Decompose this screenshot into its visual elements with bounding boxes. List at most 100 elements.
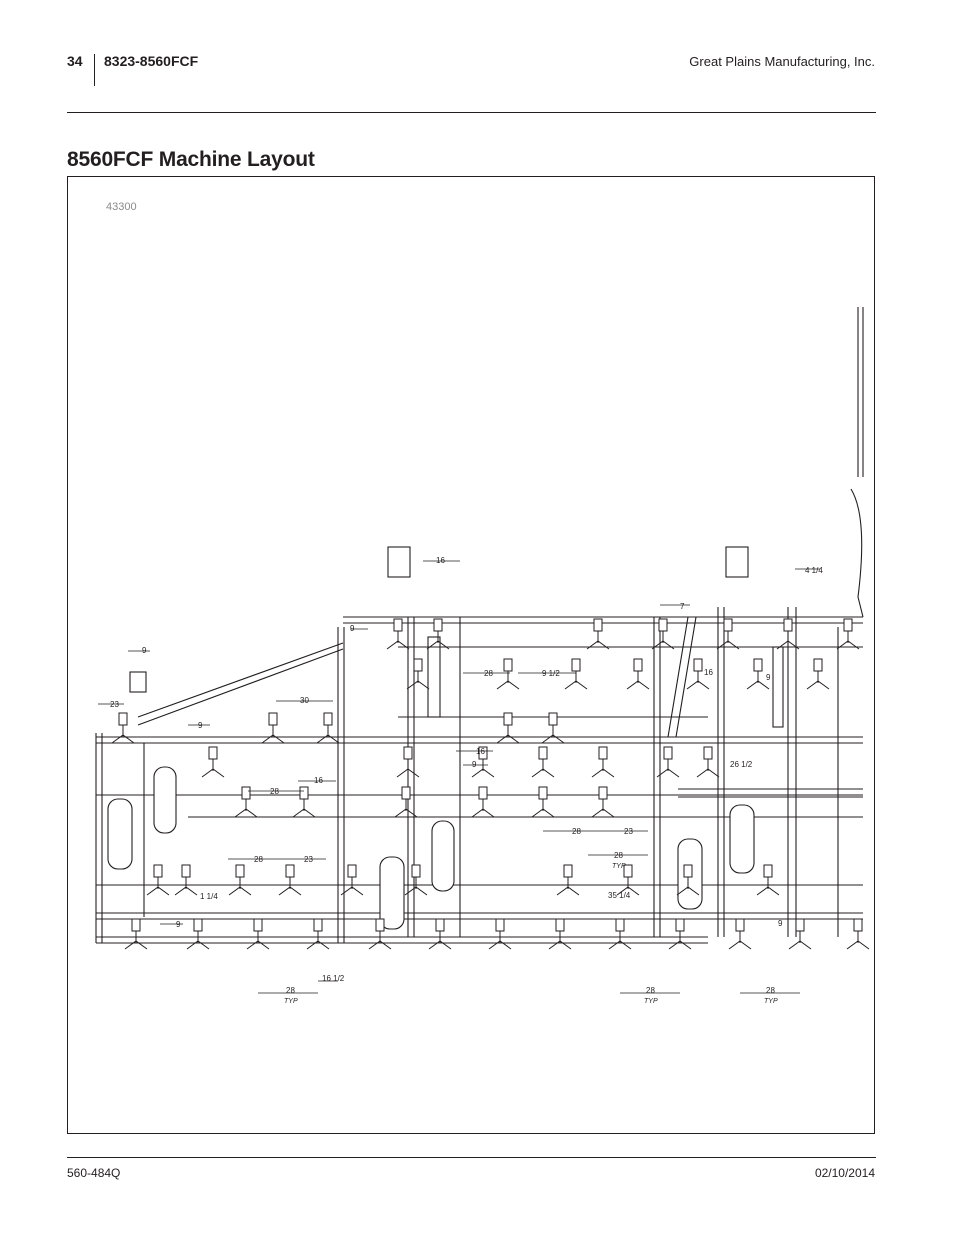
- shank-sweep: [186, 918, 210, 950]
- dim-label: 9: [198, 721, 203, 730]
- dim-label: 9 1/2: [542, 669, 560, 678]
- dim-label: 16: [314, 776, 323, 785]
- shank-sweep: [591, 786, 615, 818]
- dim-label: 28: [270, 787, 279, 796]
- shank-sweep: [201, 746, 225, 778]
- dim-label: 9: [142, 646, 147, 655]
- shank-sweep: [788, 918, 812, 950]
- shank-sweep: [261, 712, 285, 744]
- shank-sweep: [234, 786, 258, 818]
- dim-label: 9: [472, 760, 477, 769]
- dim-label: 28: [614, 851, 623, 860]
- shank-sweep: [404, 864, 428, 896]
- dim-label: 35 1/4: [608, 891, 631, 900]
- shank-sweep: [676, 864, 700, 896]
- transport-wheels: [107, 766, 755, 930]
- shank-sweep: [756, 864, 780, 896]
- dim-label: 4 1/4: [805, 566, 823, 575]
- shank-sweep: [651, 618, 675, 650]
- shank-sweep: [616, 864, 640, 896]
- shank-sweep: [626, 658, 650, 690]
- dim-label: 7: [680, 602, 685, 611]
- shank-sweep: [306, 918, 330, 950]
- shank-sweep: [564, 658, 588, 690]
- dim-label: TYP: [612, 863, 626, 870]
- shank-sweep: [496, 658, 520, 690]
- shank-sweep: [368, 918, 392, 950]
- dim-label: 30: [300, 696, 309, 705]
- shank-sweeps: [111, 618, 870, 950]
- shank-sweep: [531, 786, 555, 818]
- shank-sweep: [394, 786, 418, 818]
- page-title: 8560FCF Machine Layout: [67, 148, 315, 171]
- model-number: 8323-8560FCF: [104, 53, 199, 69]
- shank-sweep: [656, 746, 680, 778]
- dim-label: 23: [304, 855, 313, 864]
- shank-sweep: [426, 618, 450, 650]
- machine-layout-figure: 43300: [67, 176, 875, 1134]
- dimension-labels: 16 9 4 1/4 7 9 23 28 9 1/2 16 9 30 9 16 …: [110, 556, 823, 1005]
- shank-sweep: [111, 712, 135, 744]
- dim-label: 28: [646, 986, 655, 995]
- shank-sweep: [806, 658, 830, 690]
- dim-label: 9: [176, 920, 181, 929]
- shank-sweep: [556, 864, 580, 896]
- shank-sweep: [716, 618, 740, 650]
- shank-sweep: [386, 618, 410, 650]
- shank-sweep: [776, 618, 800, 650]
- company-name: Great Plains Manufacturing, Inc.: [689, 54, 875, 69]
- dim-label: TYP: [284, 998, 298, 1005]
- publication-date: 02/10/2014: [814, 1166, 875, 1180]
- figure-number: 43300: [106, 201, 137, 213]
- dim-label: 16: [476, 747, 485, 756]
- shank-sweep: [146, 864, 170, 896]
- shank-sweep: [316, 712, 340, 744]
- dim-label: 26 1/2: [730, 760, 753, 769]
- shank-sweep: [531, 746, 555, 778]
- shank-sweep: [541, 712, 565, 744]
- shank-sweep: [488, 918, 512, 950]
- dim-label: 28: [286, 986, 295, 995]
- dim-label: TYP: [764, 998, 778, 1005]
- shank-sweep: [846, 918, 870, 950]
- shank-sweep: [292, 786, 316, 818]
- dim-label: 9: [778, 919, 783, 928]
- shank-sweep: [174, 864, 198, 896]
- machine-layout-drawing: 16 9 4 1/4 7 9 23 28 9 1/2 16 9 30 9 16 …: [95, 307, 870, 1005]
- shank-sweep: [340, 864, 364, 896]
- dim-label: 1 1/4: [200, 892, 218, 901]
- dimension-lines: [98, 560, 820, 994]
- shank-sweep: [406, 658, 430, 690]
- dim-label: 28: [572, 827, 581, 836]
- shank-sweep: [428, 918, 452, 950]
- shank-sweep: [746, 658, 770, 690]
- dim-label: 16 1/2: [322, 974, 345, 983]
- shank-sweep: [608, 918, 632, 950]
- shank-sweep: [836, 618, 860, 650]
- dim-label: 28: [766, 986, 775, 995]
- dim-label: 9: [350, 624, 355, 633]
- header-divider: [94, 54, 95, 86]
- shank-sweep: [471, 786, 495, 818]
- dim-label: TYP: [644, 998, 658, 1005]
- dim-label: 16: [704, 668, 713, 677]
- dim-label: 28: [254, 855, 263, 864]
- dim-label: 16: [436, 556, 445, 565]
- dim-label: 23: [110, 700, 119, 709]
- shank-sweep: [586, 618, 610, 650]
- footer-rule: [67, 1157, 876, 1158]
- shank-sweep: [396, 746, 420, 778]
- shank-sweep: [696, 746, 720, 778]
- header-rule: [67, 112, 876, 113]
- page-number: 34: [67, 53, 83, 69]
- dim-label: 23: [624, 827, 633, 836]
- shank-sweep: [668, 918, 692, 950]
- shank-sweep: [728, 918, 752, 950]
- shank-sweep: [278, 864, 302, 896]
- shank-sweep: [548, 918, 572, 950]
- dim-label: 9: [766, 673, 771, 682]
- shank-sweep: [591, 746, 615, 778]
- shank-sweep: [686, 658, 710, 690]
- shank-sweep: [246, 918, 270, 950]
- shank-sweep: [496, 712, 520, 744]
